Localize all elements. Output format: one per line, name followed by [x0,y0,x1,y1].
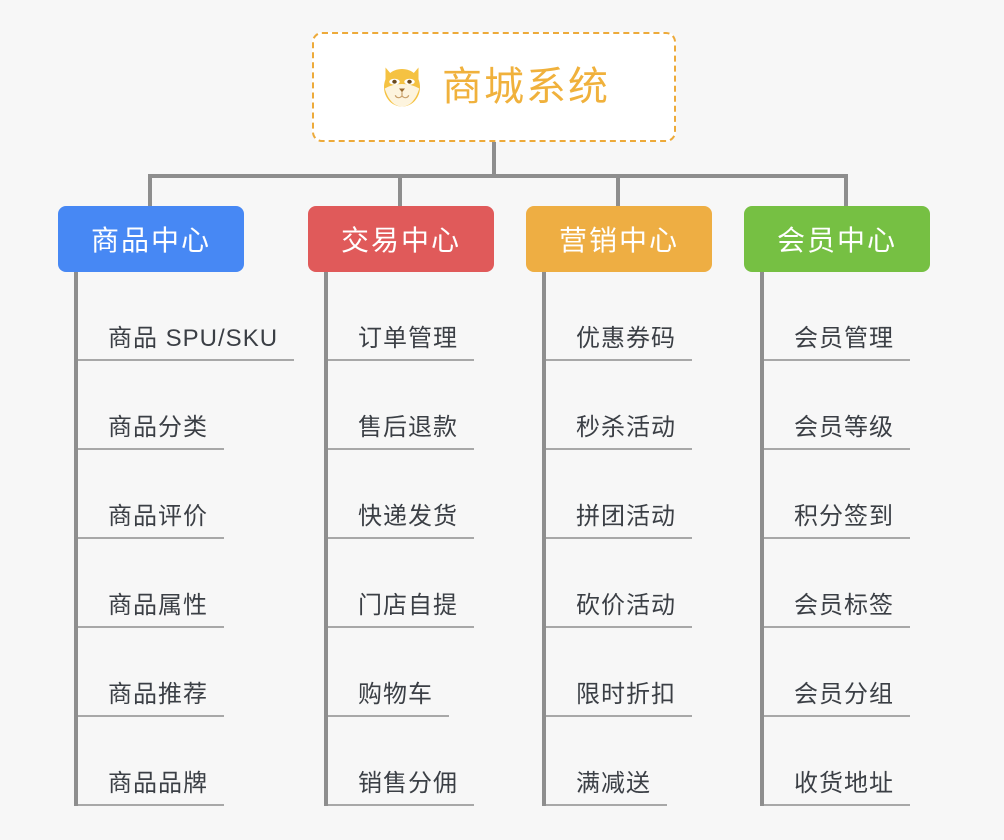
list-item[interactable]: 门店自提 [328,539,526,628]
category-header-product[interactable]: 商品中心 [58,206,244,272]
item-label: 售后退款 [328,407,474,450]
item-label: 会员标签 [764,585,910,628]
connector-root-stem [492,142,496,178]
item-label: 快递发货 [328,496,474,539]
item-label: 商品 SPU/SKU [78,318,295,361]
category-title: 会员中心 [776,225,897,256]
list-item[interactable]: 砍价活动 [546,539,744,628]
list-item[interactable]: 拼团活动 [546,450,744,539]
list-item[interactable]: 会员标签 [764,539,966,628]
root-title: 商城系统 [442,65,610,109]
item-label: 商品属性 [78,585,224,628]
item-label: 会员分组 [764,674,910,717]
category-title: 商品中心 [90,225,211,256]
category-column-marketing: 营销中心 优惠券码 秒杀活动 拼团活动 砍价活动 限时折扣 满减送 [526,206,744,806]
list-item[interactable]: 快递发货 [328,450,526,539]
list-item[interactable]: 商品评价 [78,450,308,539]
list-item[interactable]: 满减送 [546,717,744,806]
item-label: 优惠券码 [546,318,692,361]
category-column-product: 商品中心 商品 SPU/SKU 商品分类 商品评价 商品属性 商品推荐 商品品牌 [58,206,308,806]
root-node[interactable]: 商城系统 [312,32,676,142]
category-header-member[interactable]: 会员中心 [744,206,930,272]
connector-horizontal-bus [148,174,848,178]
category-header-trade[interactable]: 交易中心 [308,206,494,272]
list-item[interactable]: 购物车 [328,628,526,717]
item-list-member: 会员管理 会员等级 积分签到 会员标签 会员分组 收货地址 [760,272,966,806]
list-item[interactable]: 订单管理 [328,272,526,361]
category-title: 交易中心 [340,225,461,256]
list-item[interactable]: 商品属性 [78,539,308,628]
list-item[interactable]: 积分签到 [764,450,966,539]
list-item[interactable]: 商品分类 [78,361,308,450]
list-item[interactable]: 秒杀活动 [546,361,744,450]
list-item[interactable]: 售后退款 [328,361,526,450]
item-label: 购物车 [328,674,449,717]
item-label: 销售分佣 [328,763,474,806]
shiba-dog-icon [384,67,420,107]
list-item[interactable]: 销售分佣 [328,717,526,806]
item-label: 商品评价 [78,496,224,539]
list-item[interactable]: 商品 SPU/SKU [78,272,308,361]
item-label: 商品品牌 [78,763,224,806]
item-label: 门店自提 [328,585,474,628]
item-list-marketing: 优惠券码 秒杀活动 拼团活动 砍价活动 限时折扣 满减送 [542,272,744,806]
item-list-trade: 订单管理 售后退款 快递发货 门店自提 购物车 销售分佣 [324,272,526,806]
item-label: 砍价活动 [546,585,692,628]
connector-branch-1 [148,174,152,206]
connector-branch-4 [844,174,848,206]
item-label: 积分签到 [764,496,910,539]
category-column-member: 会员中心 会员管理 会员等级 积分签到 会员标签 会员分组 收货地址 [744,206,966,806]
list-item[interactable]: 会员管理 [764,272,966,361]
item-label: 秒杀活动 [546,407,692,450]
category-header-marketing[interactable]: 营销中心 [526,206,712,272]
connector-branch-2 [398,174,402,206]
item-label: 拼团活动 [546,496,692,539]
connector-branch-3 [616,174,620,206]
category-column-trade: 交易中心 订单管理 售后退款 快递发货 门店自提 购物车 销售分佣 [308,206,526,806]
item-label: 商品推荐 [78,674,224,717]
list-item[interactable]: 会员分组 [764,628,966,717]
list-item[interactable]: 商品品牌 [78,717,308,806]
list-item[interactable]: 优惠券码 [546,272,744,361]
item-label: 限时折扣 [546,674,692,717]
list-item[interactable]: 商品推荐 [78,628,308,717]
list-item[interactable]: 会员等级 [764,361,966,450]
list-item[interactable]: 收货地址 [764,717,966,806]
item-label: 订单管理 [328,318,474,361]
item-label: 会员等级 [764,407,910,450]
item-label: 商品分类 [78,407,224,450]
item-label: 会员管理 [764,318,910,361]
category-title: 营销中心 [558,225,679,256]
item-label: 收货地址 [764,763,910,806]
item-list-product: 商品 SPU/SKU 商品分类 商品评价 商品属性 商品推荐 商品品牌 [74,272,308,806]
item-label: 满减送 [546,763,667,806]
list-item[interactable]: 限时折扣 [546,628,744,717]
